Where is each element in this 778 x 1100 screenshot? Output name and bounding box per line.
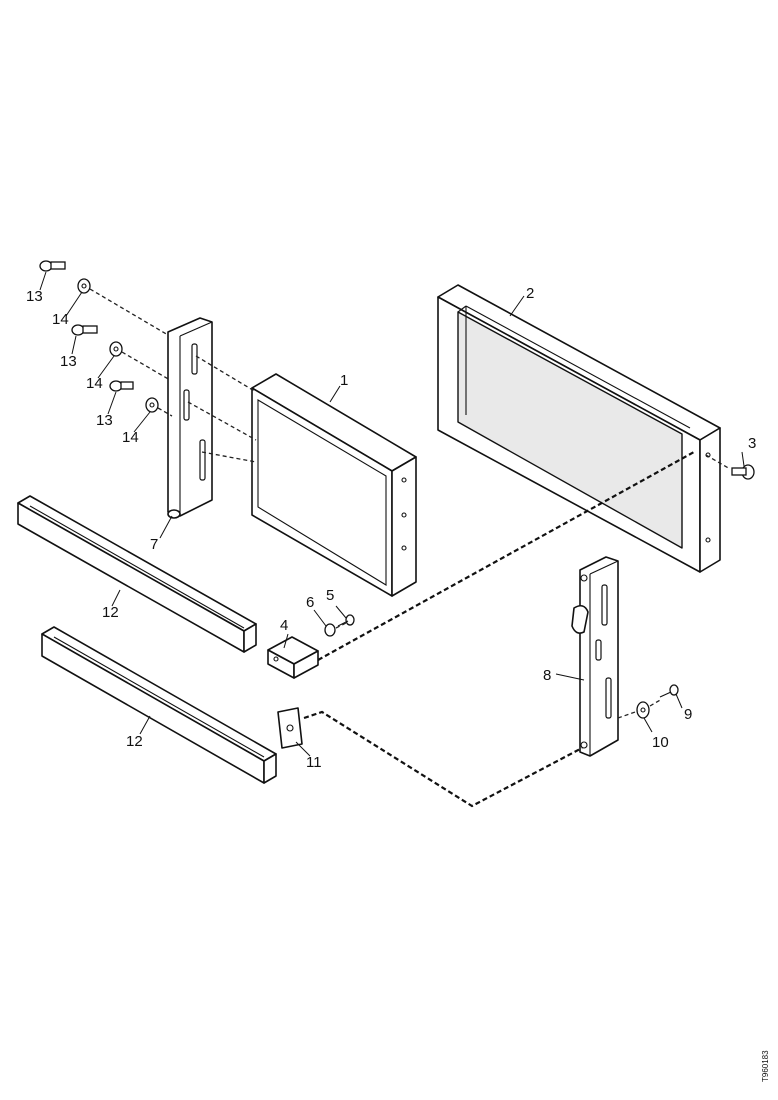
callout-7: 7 <box>150 536 158 553</box>
callout-14-a: 14 <box>52 311 69 328</box>
callout-2: 2 <box>526 285 534 302</box>
callout-9: 9 <box>684 706 692 723</box>
part-2-outer-frame <box>437 284 721 573</box>
drawing-id: T960183 <box>761 1050 770 1082</box>
hardware-washer-14-a <box>77 278 91 294</box>
part-12-upper-rail <box>17 495 257 653</box>
part-1-box-housing <box>251 373 417 597</box>
hardware-washer-14-c <box>145 397 159 413</box>
callout-14-b: 14 <box>86 375 103 392</box>
callout-10: 10 <box>652 734 669 751</box>
hardware-bolt-13-a <box>39 260 66 272</box>
callout-leaders <box>39 271 745 757</box>
callout-13-c: 13 <box>96 412 113 429</box>
assembly-lines <box>89 288 731 808</box>
hardware-washer-10 <box>636 701 650 719</box>
hardware-bolt-13-b <box>71 324 98 336</box>
callout-12-lower: 12 <box>126 733 143 750</box>
callout-11: 11 <box>306 754 322 771</box>
hardware-screw-9 <box>659 684 679 698</box>
callouts: 1 2 3 4 5 6 7 8 9 10 11 12 12 13 14 13 1… <box>26 285 756 771</box>
part-11-small-plate <box>277 707 303 749</box>
part-8-vertical-bracket <box>571 556 619 757</box>
callout-13-a: 13 <box>26 288 43 305</box>
hardware-washer-6 <box>324 623 336 637</box>
callout-8: 8 <box>543 667 551 684</box>
callout-3: 3 <box>748 435 756 452</box>
callout-4: 4 <box>280 617 288 634</box>
hardware-screw-5 <box>337 614 355 627</box>
hardware-bolt-13-c <box>109 380 134 392</box>
callout-13-b: 13 <box>60 353 77 370</box>
hardware-bolt-3 <box>731 464 755 480</box>
callout-5: 5 <box>326 587 334 604</box>
callout-6: 6 <box>306 594 314 611</box>
hardware-washer-14-b <box>109 341 123 357</box>
part-4-bracket-block <box>267 636 319 679</box>
callout-1: 1 <box>340 372 348 389</box>
callout-12-upper: 12 <box>102 604 119 621</box>
callout-14-c: 14 <box>122 429 139 446</box>
part-12-lower-rail <box>41 626 277 784</box>
part-7-vertical-bracket <box>167 317 213 519</box>
